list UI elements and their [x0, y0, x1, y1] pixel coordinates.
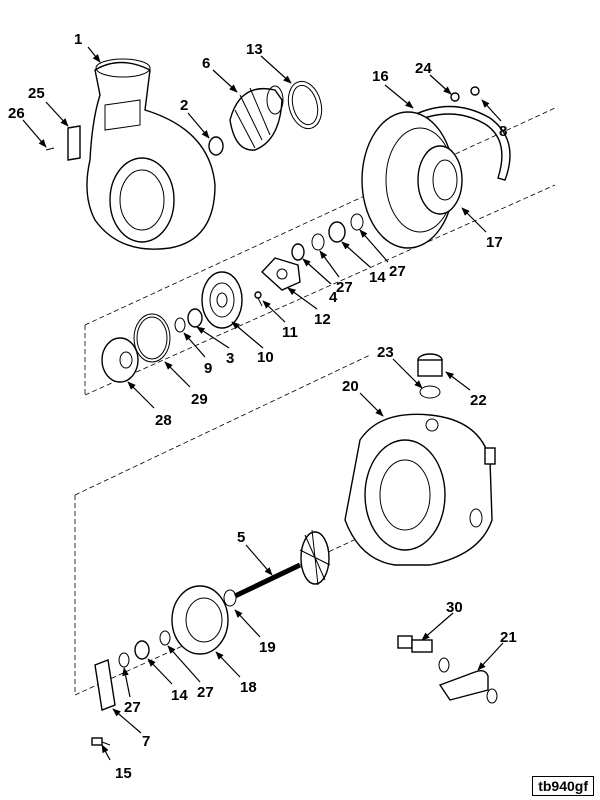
insert-part — [101, 337, 139, 383]
callout-14: 14 — [369, 269, 386, 286]
callout-28: 28 — [155, 412, 172, 429]
drain-fitting-part — [438, 657, 498, 704]
callout-6: 6 — [202, 55, 210, 72]
callout-9: 9 — [204, 360, 212, 377]
callout-27a: 27 — [389, 263, 406, 280]
compressor-wheel-part — [229, 85, 284, 151]
backplate-part — [361, 111, 463, 249]
small-rings-group — [291, 213, 364, 261]
heat-shield-part — [171, 585, 229, 655]
thrust-bearing-part — [201, 271, 243, 329]
callout-3: 3 — [226, 350, 234, 367]
lower-rings-group — [118, 630, 171, 668]
callout-10: 10 — [257, 349, 274, 366]
piston-ring-part — [223, 589, 237, 607]
callout-5: 5 — [237, 529, 245, 546]
callout-25: 25 — [28, 85, 45, 102]
callout-14b: 14 — [171, 687, 188, 704]
compressor-housing-part — [86, 58, 216, 250]
callout-22: 22 — [470, 392, 487, 409]
thrust-plate-part — [261, 257, 301, 291]
callout-11: 11 — [282, 324, 298, 341]
callout-leaders — [22, 46, 504, 761]
callout-1: 1 — [74, 31, 82, 48]
callout-15: 15 — [115, 765, 132, 782]
callout-17: 17 — [486, 234, 503, 251]
assembly-guide-lines — [74, 107, 556, 696]
bearing-housing-part — [344, 413, 496, 566]
callout-24: 24 — [415, 60, 432, 77]
snap-ring-part — [287, 80, 323, 130]
wheel-nut-part — [208, 136, 224, 156]
o-ring-part — [133, 313, 171, 363]
callout-27c: 27 — [197, 684, 214, 701]
data-plate-part — [45, 125, 81, 161]
callout-13: 13 — [246, 41, 263, 58]
seal-rings-group — [174, 308, 203, 333]
callout-29: 29 — [191, 391, 208, 408]
callout-8: 8 — [499, 123, 507, 140]
turbine-shaft-part — [233, 529, 331, 599]
banjo-bolt-part — [397, 635, 433, 653]
callout-7: 7 — [142, 733, 150, 750]
callout-27d: 27 — [124, 699, 141, 716]
callout-26: 26 — [8, 105, 25, 122]
callout-20: 20 — [342, 378, 359, 395]
callout-labels: 1 2 3 4 5 6 7 8 9 10 11 12 13 14 14 15 1… — [8, 31, 517, 782]
callout-21: 21 — [500, 629, 517, 646]
bolt-part — [91, 737, 111, 746]
plug-part — [417, 353, 443, 399]
callout-18: 18 — [240, 679, 257, 696]
callout-2: 2 — [180, 97, 188, 114]
screw-part — [254, 291, 263, 307]
lock-plate-part — [94, 659, 116, 711]
callout-19: 19 — [259, 639, 276, 656]
callout-12: 12 — [314, 311, 331, 328]
callout-4: 4 — [329, 289, 338, 306]
callout-30: 30 — [446, 599, 463, 616]
callout-16: 16 — [372, 68, 389, 85]
callout-23: 23 — [377, 344, 394, 361]
callout-27b: 27 — [336, 279, 353, 296]
figure-id-label: tb940gf — [532, 776, 594, 796]
